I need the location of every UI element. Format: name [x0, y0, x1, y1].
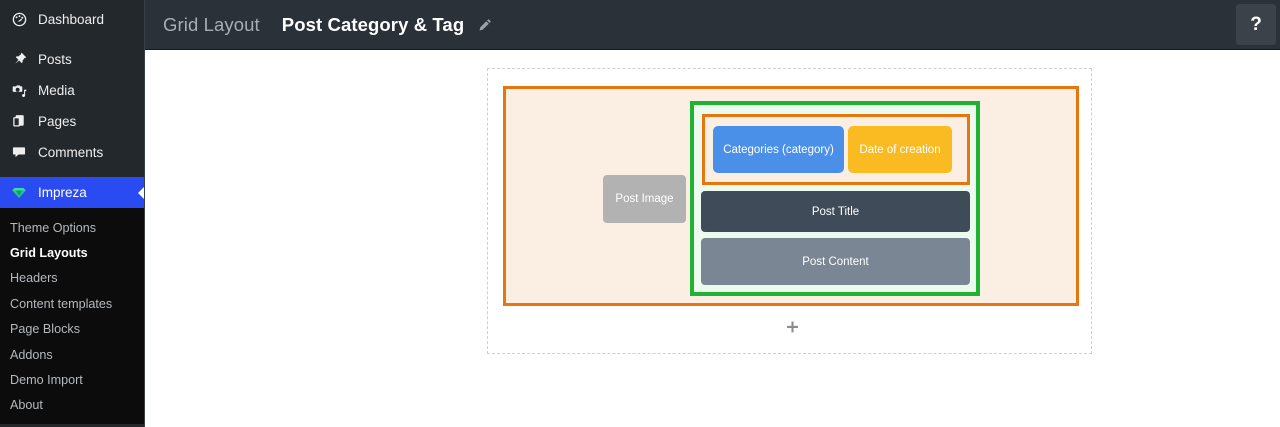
active-arrow-icon	[138, 184, 146, 201]
block-label: Post Content	[802, 255, 869, 268]
submenu-item-label: Theme Options	[10, 220, 97, 235]
submenu-item-headers[interactable]: Headers	[0, 266, 145, 291]
sidebar-item-label: Pages	[38, 113, 77, 129]
block-categories[interactable]: Categories (category)	[713, 126, 844, 173]
submenu-item-label: Addons	[10, 347, 53, 362]
plus-icon[interactable]	[784, 319, 800, 335]
section-row-outer[interactable]: Post Image Categories (category) Date of…	[503, 86, 1079, 306]
submenu-item-label: Grid Layouts	[10, 246, 88, 261]
block-label: Categories (category)	[723, 143, 834, 156]
sidebar-item-impreza[interactable]: Impreza	[0, 177, 146, 208]
sidebar-item-label: Dashboard	[38, 11, 105, 27]
comment-bubble-icon	[9, 143, 29, 163]
submenu-item-grid-layouts[interactable]: Grid Layouts	[0, 240, 145, 265]
column-green[interactable]: Categories (category) Date of creation P…	[690, 101, 980, 296]
pages-stack-icon	[9, 112, 29, 132]
pencil-icon[interactable]	[476, 16, 494, 34]
sidebar-item-media[interactable]: Media	[0, 75, 145, 106]
submenu-item-label: Page Blocks	[10, 322, 81, 337]
row-meta-inner[interactable]: Categories (category) Date of creation	[702, 114, 970, 185]
sidebar-item-dashboard[interactable]: Dashboard	[0, 4, 145, 35]
sidebar-item-label: Comments	[38, 144, 104, 160]
builder-canvas: Post Image Categories (category) Date of…	[146, 50, 1280, 427]
page-title: Post Category & Tag	[281, 13, 465, 35]
sidebar-edge-divider	[144, 0, 145, 427]
submenu-item-addons[interactable]: Addons	[0, 342, 145, 367]
help-label: ?	[1250, 13, 1262, 35]
submenu-item-label: Demo Import	[10, 373, 83, 388]
block-post-title[interactable]: Post Title	[701, 191, 970, 232]
submenu-item-label: Headers	[10, 271, 58, 286]
submenu-item-theme-options[interactable]: Theme Options	[0, 215, 145, 240]
sidebar-item-label: Media	[38, 82, 75, 98]
admin-sidebar: Dashboard Posts Media	[0, 0, 146, 427]
help-button[interactable]: ?	[1236, 4, 1276, 45]
grid-container[interactable]: Post Image Categories (category) Date of…	[487, 68, 1092, 354]
sidebar-item-comments[interactable]: Comments	[0, 137, 145, 168]
gem-icon	[9, 183, 29, 203]
dashboard-gauge-icon	[9, 10, 29, 30]
sidebar-item-pages[interactable]: Pages	[0, 106, 145, 137]
breadcrumb: Grid Layout Post Category & Tag	[163, 14, 494, 36]
sidebar-top-menu: Dashboard Posts Media	[0, 0, 146, 208]
submenu-item-about[interactable]: About	[0, 393, 145, 418]
block-label: Post Image	[615, 193, 674, 205]
block-label: Date of creation	[859, 143, 941, 156]
builder-header: Grid Layout Post Category & Tag ?	[145, 0, 1280, 49]
breadcrumb-parent[interactable]: Grid Layout	[163, 13, 260, 35]
sidebar-item-label: Posts	[38, 51, 72, 67]
block-post-content[interactable]: Post Content	[701, 238, 970, 285]
sidebar-item-posts[interactable]: Posts	[0, 44, 145, 75]
block-post-image[interactable]: Post Image	[603, 175, 686, 223]
block-date-of-creation[interactable]: Date of creation	[848, 126, 952, 173]
submenu-item-label: About	[10, 398, 43, 413]
submenu-item-page-blocks[interactable]: Page Blocks	[0, 317, 145, 342]
impreza-submenu: Theme Options Grid Layouts Headers Conte…	[0, 208, 145, 425]
media-camera-icon	[9, 81, 29, 101]
submenu-item-content-templates[interactable]: Content templates	[0, 291, 145, 316]
block-label: Post Title	[811, 205, 860, 218]
pushpin-icon	[9, 50, 29, 70]
submenu-item-label: Content templates	[10, 296, 113, 311]
sidebar-separator	[0, 168, 145, 177]
sidebar-item-label: Impreza	[38, 184, 87, 200]
submenu-item-demo-import[interactable]: Demo Import	[0, 367, 145, 392]
sidebar-separator	[0, 35, 145, 44]
header-underline	[145, 49, 1280, 50]
